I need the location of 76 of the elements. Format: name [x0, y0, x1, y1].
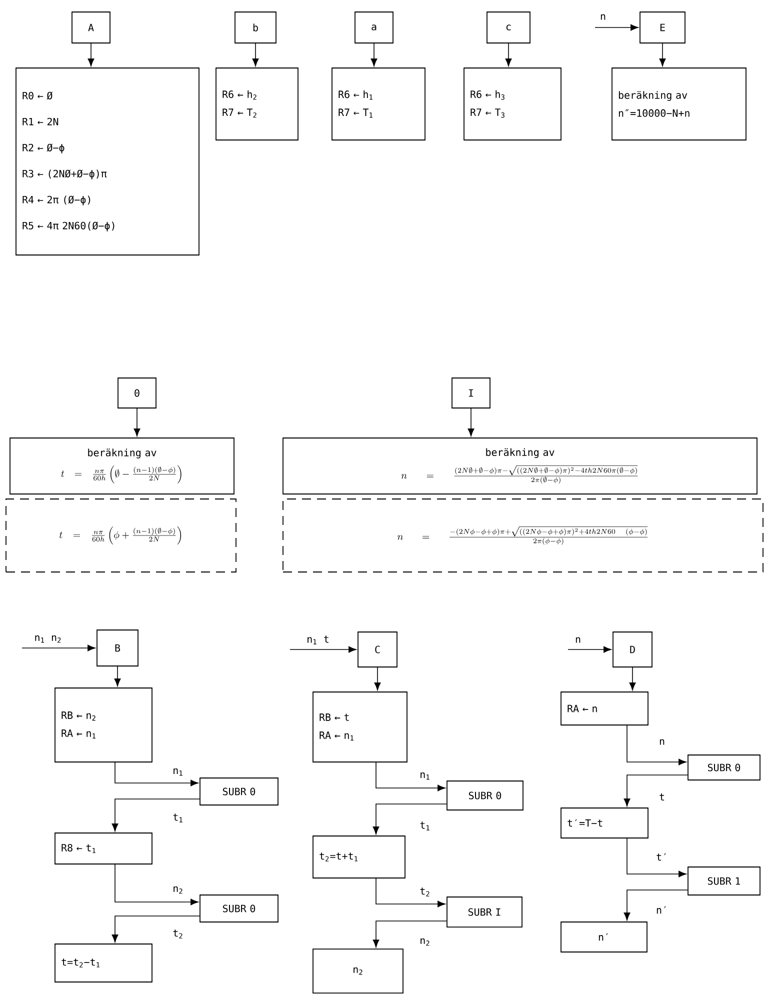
- label-box: b: [234, 12, 276, 44]
- edge-label: t$_{1}$: [420, 822, 430, 830]
- arrow: [626, 725, 686, 766]
- subroutine-box: SUBR 0: [446, 780, 524, 810]
- arrow: [624, 774, 688, 806]
- arrow: [372, 920, 447, 948]
- process-box: R6 ← h$_{3}$ R7 ← T$_{3}$: [464, 68, 562, 140]
- edge-label: n$_{1}$: [420, 772, 430, 780]
- process-box: n$_{2}$: [312, 948, 404, 994]
- arrow: [252, 43, 259, 66]
- edge-label: n$_{1}$: [174, 768, 182, 776]
- arrow: [594, 24, 638, 31]
- label-box: C: [358, 632, 398, 668]
- arrow: [114, 864, 198, 906]
- edge-label: n$_{1}$ t: [308, 636, 328, 644]
- process-box: t′=T−t: [560, 808, 648, 838]
- label-box: B: [96, 630, 138, 666]
- arrow: [505, 43, 512, 66]
- process-box: n′: [560, 922, 648, 952]
- process-box: R6 ← h$_{2}$ R7 ← T$_{2}$: [216, 68, 298, 140]
- process-box: RB ← n$_{2}$ RA ← n$_{1}$: [54, 688, 152, 762]
- arrow: [624, 890, 688, 920]
- arrow: [376, 878, 446, 908]
- subroutine-box: SUBR 0: [200, 894, 278, 922]
- label-box: a: [354, 12, 394, 44]
- edge-label: n$_{1}$ n$_{2}$: [35, 635, 61, 643]
- process-box: RB ← t RA ← n$_{1}$: [312, 692, 408, 762]
- label-box: 0: [118, 378, 156, 408]
- arrow: [134, 408, 140, 436]
- subroutine-box: SUBR I: [446, 896, 522, 928]
- subroutine-box: SUBR 0: [200, 778, 278, 806]
- arrow: [114, 666, 121, 686]
- process-box: RA ← n: [560, 692, 648, 726]
- label-box: A: [72, 12, 110, 44]
- process-box: R8 ← t$_{1}$: [54, 832, 152, 864]
- edge-label: t$_{2}$: [173, 930, 182, 938]
- arrow: [22, 644, 96, 652]
- arrow: [568, 646, 612, 653]
- process-box: beräkning av n″=10000−N+n: [612, 68, 746, 140]
- formula-box: beräkning av $n=\frac{(2N\emptyset+\emptyset-\phi)\pi-\sqrt{((2N\emptyset+\emptyset-\phi)\pi)^2-4th2N60\pi(\emptyset-\phi)}}{2\pi(\emptyset-\phi)}$: [282, 438, 758, 494]
- edge-label: t$_{2}$: [420, 888, 430, 896]
- edge-label: t: [660, 794, 664, 801]
- arrow: [88, 43, 94, 66]
- edge-label: n: [600, 14, 606, 20]
- subroutine-box: SUBR 1: [688, 866, 760, 896]
- arrow: [114, 762, 198, 786]
- process-box: t$_{2}$=t+t$_{1}$: [312, 836, 406, 878]
- edge-label: t′: [656, 853, 666, 861]
- process-box: R0 ← Ø R1 ← 2N R2 ← Ø−ϕ R3 ← (2NØ+Ø−ϕ)π R4 ← 2π (Ø−ϕ) R5 ← 4π 2N60(Ø−ϕ): [16, 68, 200, 256]
- dashed-box: $n=\frac{-(2N\phi-\phi+\phi)\pi+\sqrt{((2N\phi-\phi+\phi)\pi)^2+4th2N60\quad(\phi-\phi)}}{2\pi(\phi-\phi)}$: [282, 498, 764, 572]
- edge-label: n: [660, 739, 664, 745]
- arrow: [376, 762, 446, 792]
- label-box: E: [640, 12, 686, 44]
- label-box: D: [612, 632, 652, 668]
- dashed-box: $t=\frac{n\pi}{60h}\left(\phi+\frac{(n-1)(\emptyset-\phi)}{2N}\right)$: [6, 498, 236, 572]
- arrow: [112, 798, 200, 832]
- arrow: [629, 667, 636, 690]
- edge-label: n′: [656, 906, 666, 914]
- arrow: [659, 43, 666, 66]
- arrow: [112, 916, 200, 942]
- process-box: t=t$_{2}$−t$_{1}$: [54, 944, 152, 982]
- edge-label: n: [576, 637, 580, 643]
- arrow: [372, 804, 447, 834]
- formula-box: beräkning av $t=\frac{n\pi}{60h}\left(\emptyset-\frac{(n-1)(\emptyset-\phi)}{2N}\right)$: [10, 438, 234, 494]
- arrow: [374, 667, 381, 690]
- arrow: [468, 408, 474, 436]
- edge-label: n$_{2}$: [420, 938, 430, 946]
- subroutine-box: SUBR 0: [688, 754, 760, 780]
- edge-label: n$_{2}$: [174, 886, 182, 894]
- arrow: [626, 838, 686, 878]
- arrow: [370, 43, 378, 66]
- arrow: [290, 646, 356, 653]
- label-box: c: [486, 12, 530, 44]
- label-box: I: [452, 378, 490, 408]
- edge-label: t$_{1}$: [173, 814, 182, 822]
- process-box: R6 ← h$_{1}$ R7 ← T$_{1}$: [332, 68, 426, 140]
